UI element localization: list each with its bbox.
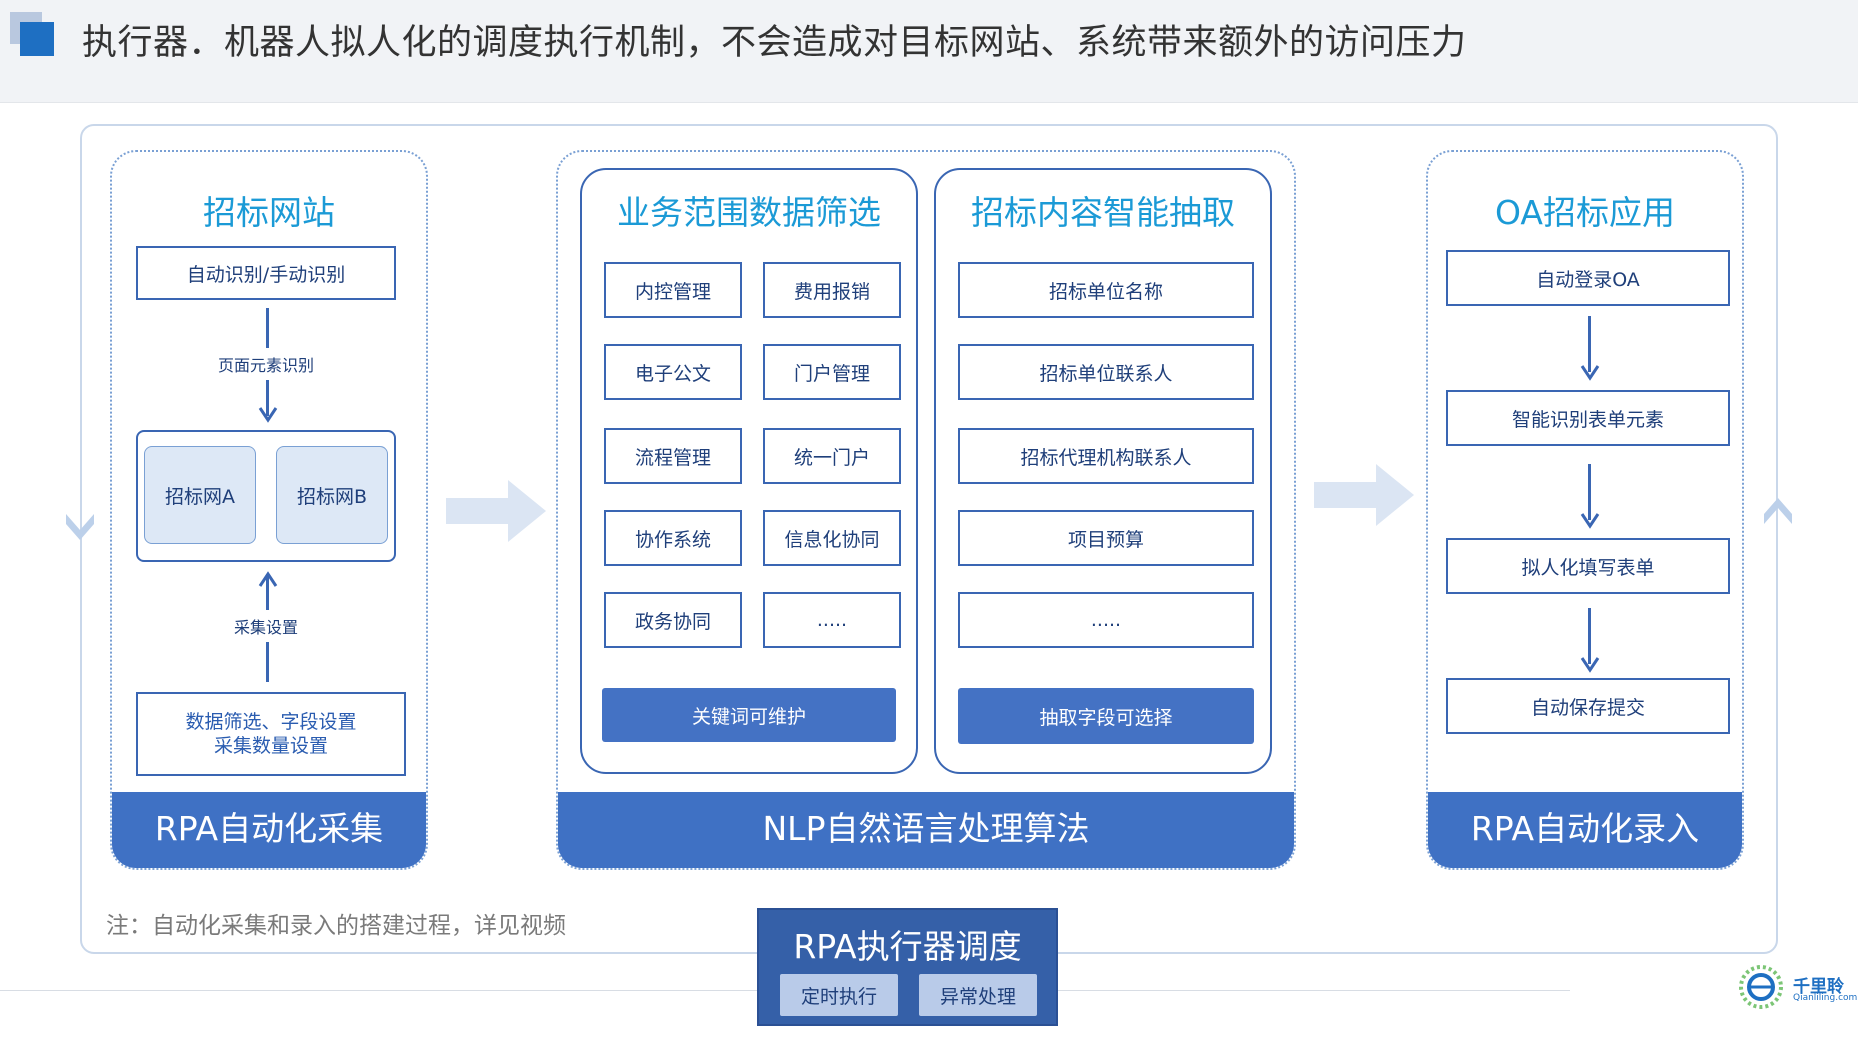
chevron-up-icon bbox=[1764, 498, 1792, 524]
filter-item: 信息化协同 bbox=[763, 510, 901, 566]
extract-item: 招标单位联系人 bbox=[958, 344, 1254, 400]
logo-domain: Qianliling.com bbox=[1793, 993, 1858, 1003]
dispatch-title: RPA执行器调度 bbox=[793, 927, 1022, 966]
connector-line bbox=[1588, 316, 1591, 372]
extract-item: ..... bbox=[958, 592, 1254, 648]
connector-line bbox=[266, 380, 269, 416]
element-identify-label: 页面元素识别 bbox=[217, 356, 314, 375]
arrow-down-icon bbox=[258, 407, 278, 423]
chevron-down-icon bbox=[66, 514, 94, 540]
connector-line bbox=[266, 574, 269, 610]
footnote: 注：自动化采集和录入的搭建过程，详见视频 bbox=[106, 913, 566, 939]
filter-item: 费用报销 bbox=[763, 262, 901, 318]
scheduled-run-button[interactable]: 定时执行 bbox=[780, 974, 898, 1016]
connector-line bbox=[1588, 464, 1591, 520]
oa-step-box: 自动保存提交 bbox=[1446, 678, 1730, 734]
filter-title: 业务范围数据筛选 bbox=[617, 193, 881, 232]
keyword-maintain-button[interactable]: 关键词可维护 bbox=[602, 688, 896, 742]
filter-item: 政务协同 bbox=[604, 592, 742, 648]
arrow-down-icon bbox=[1580, 365, 1600, 381]
filter-item: 流程管理 bbox=[604, 428, 742, 484]
collect-footer: RPA自动化采集 bbox=[112, 792, 426, 868]
collect-title: 招标网站 bbox=[203, 193, 335, 232]
filter-item: ..... bbox=[763, 592, 901, 648]
filter-item: 内控管理 bbox=[604, 262, 742, 318]
filter-item: 电子公文 bbox=[604, 344, 742, 400]
arrow-down-icon bbox=[1580, 657, 1600, 673]
logo-name: 千里聆 bbox=[1793, 977, 1844, 997]
collect-settings-box: 数据筛选、字段设置 采集数量设置 bbox=[136, 692, 406, 776]
site-b-box: 招标网B bbox=[276, 446, 388, 544]
extract-item: 招标代理机构联系人 bbox=[958, 428, 1254, 484]
connector-line bbox=[266, 642, 269, 682]
extract-field-select-button[interactable]: 抽取字段可选择 bbox=[958, 688, 1254, 744]
exception-handling-button[interactable]: 异常处理 bbox=[919, 974, 1037, 1016]
connector-line bbox=[1588, 608, 1591, 664]
oa-step-box: 拟人化填写表单 bbox=[1446, 538, 1730, 594]
oa-footer: RPA自动化录入 bbox=[1428, 792, 1742, 868]
extract-item: 招标单位名称 bbox=[958, 262, 1254, 318]
header-band bbox=[0, 0, 1858, 103]
collect-settings-label: 采集设置 bbox=[233, 618, 298, 637]
connector-line bbox=[266, 308, 269, 348]
nlp-footer: NLP自然语言处理算法 bbox=[558, 792, 1294, 868]
filter-item: 门户管理 bbox=[763, 344, 901, 400]
extract-item: 项目预算 bbox=[958, 510, 1254, 566]
collect-settings-line2: 采集数量设置 bbox=[213, 735, 328, 757]
filter-item: 统一门户 bbox=[763, 428, 901, 484]
flow-arrow-right-icon bbox=[1314, 464, 1414, 526]
filter-item: 协作系统 bbox=[604, 510, 742, 566]
page-title: 执行器．机器人拟人化的调度执行机制，不会造成对目标网站、系统带来额外的访问压力 bbox=[82, 23, 1467, 63]
header-square-icon bbox=[20, 22, 54, 56]
oa-title: OA招标应用 bbox=[1495, 193, 1675, 232]
collect-settings-line1: 数据筛选、字段设置 bbox=[185, 711, 357, 733]
site-a-box: 招标网A bbox=[144, 446, 256, 544]
logo-icon bbox=[1739, 965, 1783, 1009]
oa-step-box: 自动登录OA bbox=[1446, 250, 1730, 306]
extract-title: 招标内容智能抽取 bbox=[971, 193, 1235, 232]
identify-step-box: 自动识别/手动识别 bbox=[136, 246, 396, 300]
flow-arrow-right-icon bbox=[446, 480, 546, 542]
arrow-down-icon bbox=[1580, 513, 1600, 529]
oa-step-box: 智能识别表单元素 bbox=[1446, 390, 1730, 446]
